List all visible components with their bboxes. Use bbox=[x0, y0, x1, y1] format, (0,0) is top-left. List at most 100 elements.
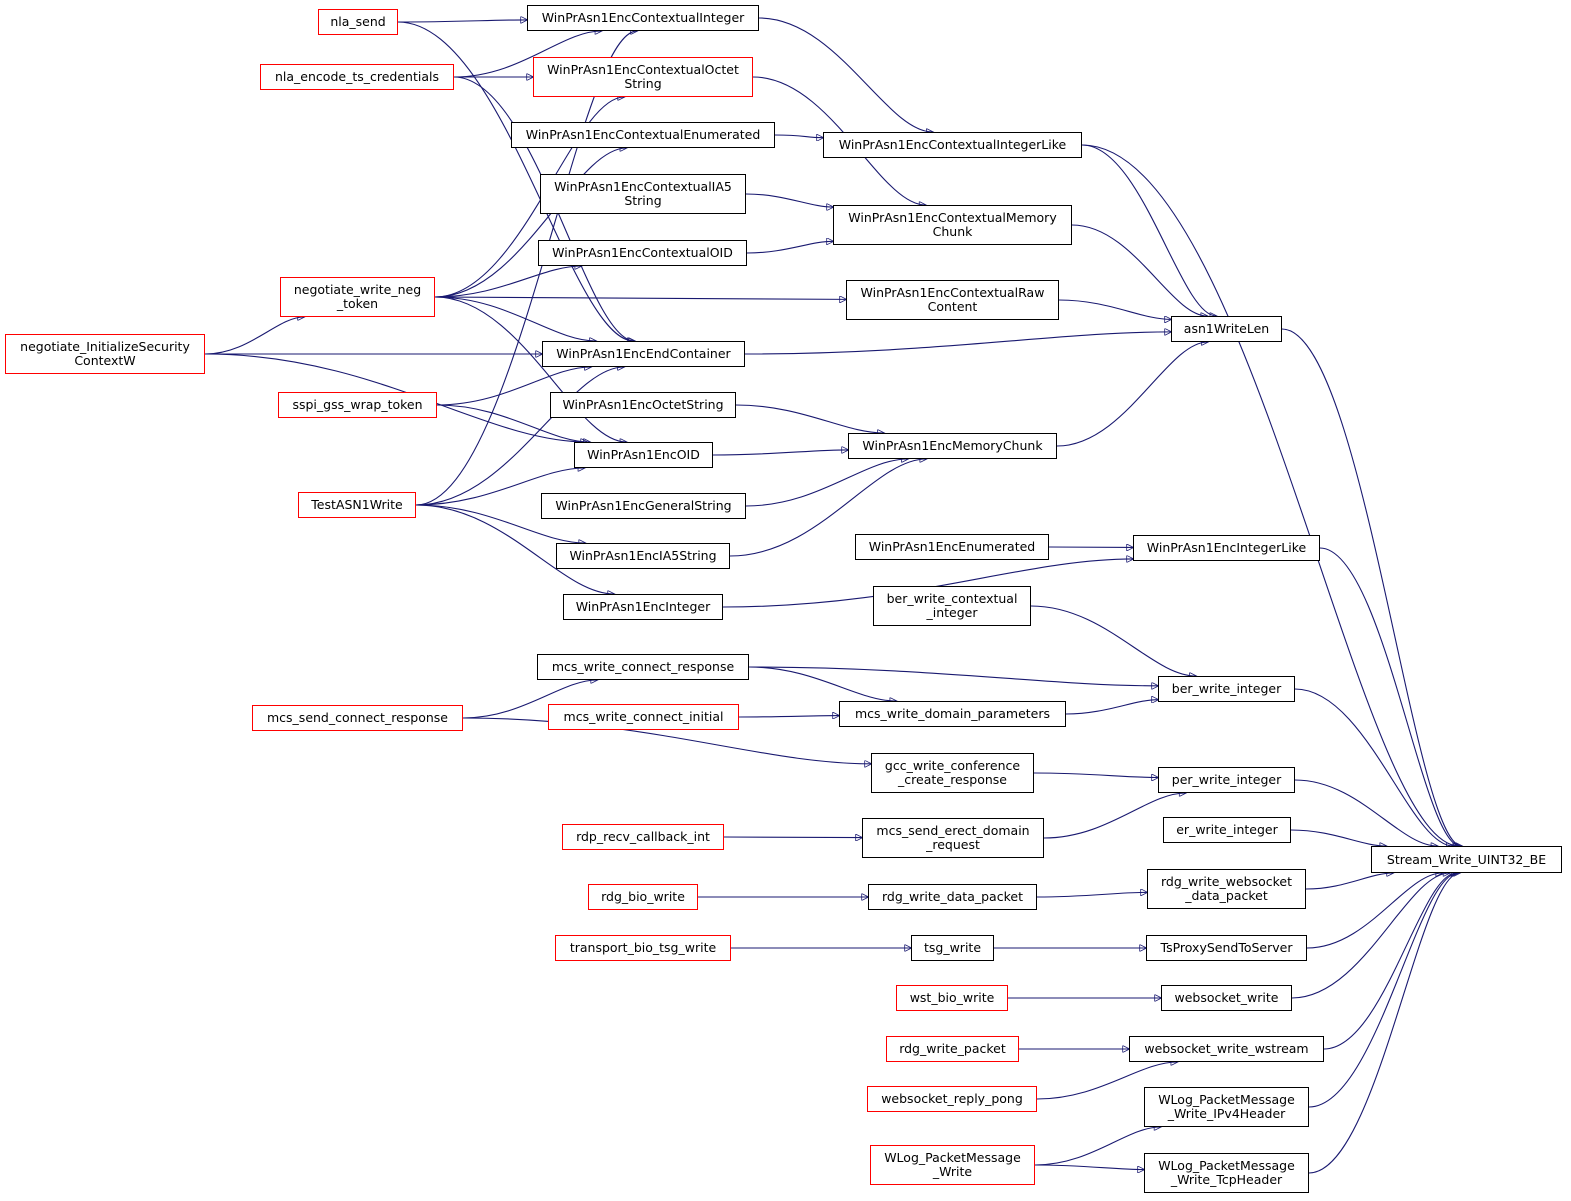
node-test-asn1-write[interactable]: TestASN1Write bbox=[298, 492, 416, 518]
call-edge-asn1WriteLen-to-root bbox=[1281, 328, 1462, 846]
node-contextual-oid[interactable]: WinPrAsn1EncContextualOID bbox=[538, 240, 747, 266]
call-edge-ctxOID-to-ctxMemChunk bbox=[746, 241, 833, 254]
node-contextual-ia5-string[interactable]: WinPrAsn1EncContextualIA5 String bbox=[540, 174, 746, 214]
node-contextual-integer[interactable]: WinPrAsn1EncContextualInteger bbox=[527, 5, 759, 31]
call-edge-negWrite-to-encOID bbox=[434, 296, 626, 442]
call-edge-endContainer-to-asn1WriteLen bbox=[744, 332, 1171, 355]
node-mcs-write-connect-initial[interactable]: mcs_write_connect_initial bbox=[548, 704, 739, 730]
call-edge-perWriteInt-to-root bbox=[1294, 779, 1437, 846]
call-edge-nlaEncode-to-ctxInt bbox=[453, 31, 601, 78]
call-edge-sspiWrap-to-endContainer bbox=[436, 367, 591, 406]
call-edge-negWrite-to-ctxEnum bbox=[434, 148, 626, 298]
node-mcs-write-connect-response[interactable]: mcs_write_connect_response bbox=[537, 654, 749, 680]
call-edge-negWrite-to-ctxRaw bbox=[434, 297, 846, 299]
node-negotiate-initialize-security-context[interactable]: negotiate_InitializeSecurity ContextW bbox=[5, 334, 205, 374]
call-edge-negInit-to-negWrite bbox=[204, 317, 304, 355]
node-sspi-gss-wrap-token[interactable]: sspi_gss_wrap_token bbox=[278, 392, 437, 418]
node-gcc-write-conference-create-response[interactable]: gcc_write_conference _create_response bbox=[871, 753, 1034, 793]
call-edge-encInteger-to-encIntLike bbox=[722, 559, 1133, 608]
call-edge-mcsSendConnResp-to-gccConf bbox=[462, 717, 871, 764]
call-edge-rdpRecv-to-mcsErect bbox=[723, 837, 862, 838]
call-edge-rdgData-to-rdgWsData bbox=[1036, 892, 1147, 898]
call-edge-wsWstream-to-root bbox=[1323, 873, 1456, 1050]
call-edge-mcsSendConnResp-to-mcsConnResp bbox=[462, 680, 597, 719]
node-contextual-enumerated[interactable]: WinPrAsn1EncContextualEnumerated bbox=[511, 122, 775, 148]
node-wlog-write-ipv4-header[interactable]: WLog_PacketMessage _Write_IPv4Header bbox=[1144, 1087, 1309, 1127]
node-ts-proxy-send-to-server[interactable]: TsProxySendToServer bbox=[1146, 935, 1307, 961]
call-edge-ctxIntLike-to-root bbox=[1081, 144, 1459, 846]
node-websocket-reply-pong[interactable]: websocket_reply_pong bbox=[867, 1086, 1037, 1112]
call-edge-ctxInt-to-ctxIntLike bbox=[758, 17, 933, 132]
node-stream-write-uint32-be: Stream_Write_UINT32_BE bbox=[1371, 846, 1562, 873]
call-edge-mcsConnResp-to-berWriteInt bbox=[748, 666, 1158, 686]
call-edge-sspiWrap-to-encOID bbox=[436, 404, 590, 442]
node-asn1-write-len[interactable]: asn1WriteLen bbox=[1171, 316, 1282, 342]
call-edge-encIntLike-to-root bbox=[1319, 547, 1460, 846]
call-edge-ctxIntLike-to-asn1WriteLen bbox=[1081, 144, 1216, 316]
call-edge-nlaSend-to-endContainer bbox=[397, 21, 634, 341]
node-ber-write-contextual-integer[interactable]: ber_write_contextual _integer bbox=[873, 586, 1031, 626]
call-edge-testAsn1-to-endContainer bbox=[415, 367, 624, 506]
node-wst-bio-write[interactable]: wst_bio_write bbox=[896, 985, 1008, 1011]
call-edge-octetString-to-memChunk bbox=[735, 404, 884, 433]
node-ber-write-integer[interactable]: ber_write_integer bbox=[1158, 676, 1295, 702]
node-rdg-write-data-packet[interactable]: rdg_write_data_packet bbox=[868, 884, 1037, 910]
node-er-write-integer[interactable]: er_write_integer bbox=[1163, 817, 1291, 843]
call-edge-mcsErect-to-perWriteInt bbox=[1043, 793, 1186, 839]
call-edge-erWriteInt-to-root bbox=[1290, 829, 1386, 846]
call-edge-mcsConnResp-to-mcsDomain bbox=[748, 666, 896, 701]
call-edge-nlaSend-to-ctxInt bbox=[397, 20, 527, 22]
node-websocket-write[interactable]: websocket_write bbox=[1161, 985, 1292, 1011]
node-enc-enumerated[interactable]: WinPrAsn1EncEnumerated bbox=[855, 534, 1049, 560]
call-edge-negWrite-to-endContainer bbox=[434, 296, 596, 341]
node-websocket-write-wstream[interactable]: websocket_write_wstream bbox=[1129, 1036, 1324, 1062]
node-wlog-write-tcp-header[interactable]: WLog_PacketMessage _Write_TcpHeader bbox=[1144, 1153, 1309, 1193]
node-mcs-write-domain-parameters[interactable]: mcs_write_domain_parameters bbox=[839, 701, 1066, 727]
node-wlog-packet-message-write[interactable]: WLog_PacketMessage _Write bbox=[870, 1145, 1035, 1185]
node-contextual-integer-like[interactable]: WinPrAsn1EncContextualIntegerLike bbox=[823, 132, 1082, 158]
node-mcs-send-connect-response[interactable]: mcs_send_connect_response bbox=[252, 705, 463, 731]
node-contextual-octet-string[interactable]: WinPrAsn1EncContextualOctet String bbox=[533, 57, 753, 97]
call-edge-ctxEnum-to-ctxIntLike bbox=[774, 135, 823, 138]
node-enc-oid[interactable]: WinPrAsn1EncOID bbox=[574, 442, 713, 468]
node-negotiate-write-neg-token[interactable]: negotiate_write_neg _token bbox=[280, 277, 435, 317]
node-rdg-bio-write[interactable]: rdg_bio_write bbox=[588, 884, 698, 910]
node-transport-bio-tsg-write[interactable]: transport_bio_tsg_write bbox=[555, 935, 731, 961]
node-rdg-write-packet[interactable]: rdg_write_packet bbox=[886, 1036, 1019, 1062]
node-enc-integer-like[interactable]: WinPrAsn1EncIntegerLike bbox=[1133, 535, 1320, 561]
node-mcs-send-erect-domain-request[interactable]: mcs_send_erect_domain _request bbox=[862, 818, 1044, 858]
node-memory-chunk[interactable]: WinPrAsn1EncMemoryChunk bbox=[848, 433, 1057, 459]
node-tsg-write[interactable]: tsg_write bbox=[911, 935, 994, 961]
node-contextual-memory-chunk[interactable]: WinPrAsn1EncContextualMemory Chunk bbox=[833, 205, 1072, 245]
call-edge-generalString-to-memChunk bbox=[745, 459, 908, 507]
call-edge-ctxIA5-to-ctxMemChunk bbox=[745, 193, 833, 207]
call-edge-berCtxInt-to-berWriteInt bbox=[1030, 605, 1196, 676]
call-edge-testAsn1-to-encInteger bbox=[415, 504, 614, 594]
node-octet-string[interactable]: WinPrAsn1EncOctetString bbox=[550, 392, 736, 418]
node-rdp-recv-callback-int[interactable]: rdp_recv_callback_int bbox=[562, 824, 724, 850]
call-edge-ctxMemChunk-to-asn1WriteLen bbox=[1071, 224, 1207, 316]
call-edge-tsProxy-to-root bbox=[1306, 873, 1442, 949]
call-edge-negWrite-to-ctxOID bbox=[434, 266, 581, 298]
node-nla-encode-ts-credentials[interactable]: nla_encode_ts_credentials bbox=[260, 64, 454, 90]
node-ia5-string[interactable]: WinPrAsn1EncIA5String bbox=[556, 543, 730, 569]
call-edge-wlogIPv4-to-root bbox=[1308, 873, 1458, 1108]
node-general-string[interactable]: WinPrAsn1EncGeneralString bbox=[541, 493, 746, 519]
node-nla-send[interactable]: nla_send bbox=[318, 9, 398, 35]
call-edge-wlogWrite-to-wlogIPv4 bbox=[1034, 1127, 1160, 1166]
call-edge-testAsn1-to-encOID bbox=[415, 468, 584, 506]
node-end-container[interactable]: WinPrAsn1EncEndContainer bbox=[542, 341, 745, 367]
node-contextual-raw-content[interactable]: WinPrAsn1EncContextualRaw Content bbox=[846, 280, 1059, 320]
node-per-write-integer[interactable]: per_write_integer bbox=[1158, 767, 1295, 793]
call-edge-testAsn1-to-ia5String bbox=[415, 504, 585, 543]
node-enc-integer[interactable]: WinPrAsn1EncInteger bbox=[563, 594, 723, 620]
call-edge-wlogTcp-to-root bbox=[1308, 873, 1460, 1174]
call-edge-wsPong-to-wsWstream bbox=[1036, 1062, 1177, 1100]
call-edge-ctxRaw-to-asn1WriteLen bbox=[1058, 299, 1171, 319]
call-edge-encOID-to-memChunk bbox=[712, 450, 848, 456]
call-edge-ia5String-to-memChunk bbox=[729, 459, 926, 557]
call-edge-wsWrite-to-root bbox=[1291, 873, 1449, 999]
node-rdg-write-websocket-data-packet[interactable]: rdg_write_websocket _data_packet bbox=[1147, 869, 1306, 909]
